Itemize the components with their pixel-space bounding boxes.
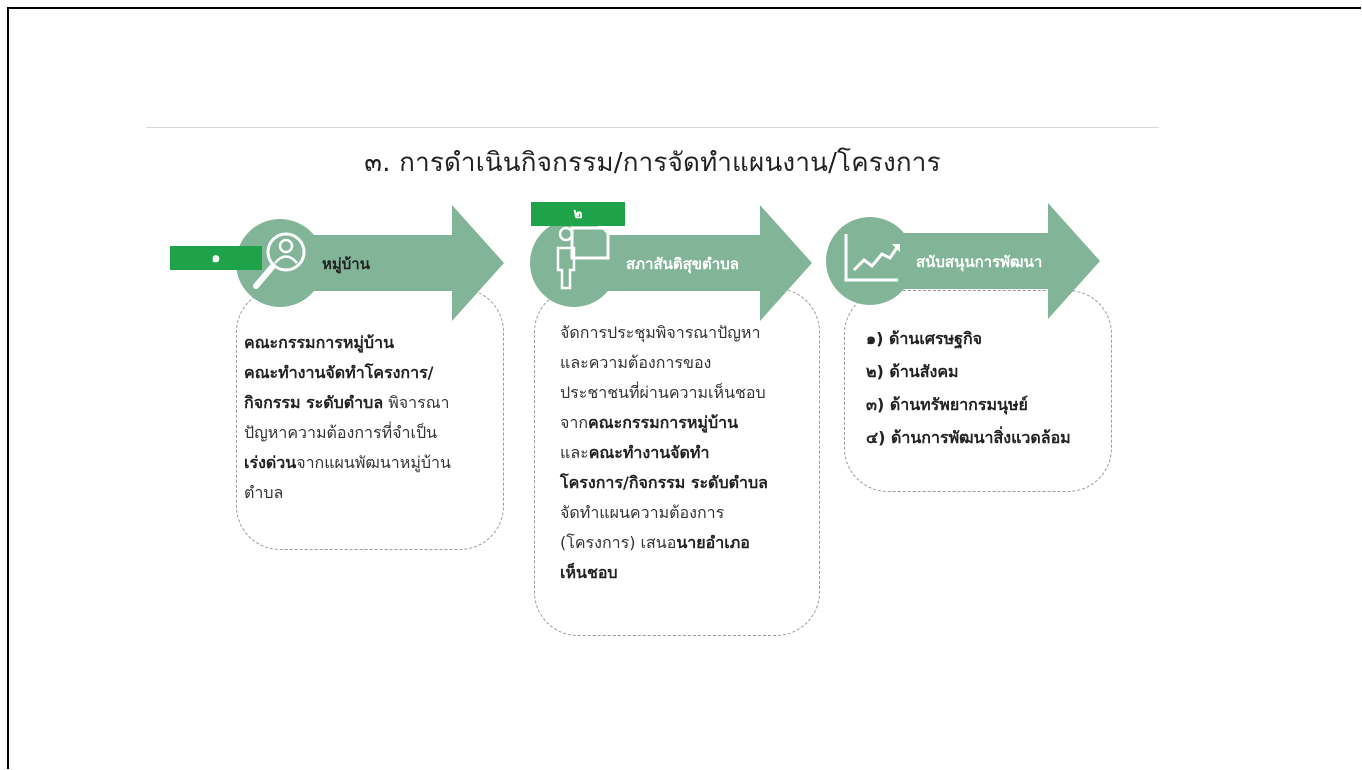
box-text-run: ๒) ด้านสังคม <box>866 362 959 381</box>
box-line: จัดการประชุมพิจารณาปัญหา <box>560 318 768 348</box>
box-text-run: จัดการประชุมพิจารณาปัญหา <box>560 323 761 342</box>
box-text-run: ปัญหาความต้องการที่จำเป็น <box>244 423 438 442</box>
box-text-run: ๑) ด้านเศรษฐกิจ <box>866 329 983 348</box>
step-1-badge: ๑ <box>170 246 262 270</box>
box-text-run: โครงการ/กิจกรรม ระดับตำบล <box>560 473 768 492</box>
box-line: ปัญหาความต้องการที่จำเป็น <box>244 418 451 448</box>
box-text-run: จาก <box>560 413 589 432</box>
box-line: โครงการ/กิจกรรม ระดับตำบล <box>560 468 768 498</box>
presenter-board-icon <box>552 222 612 296</box>
box-text-run: คณะทำงานจัดทำ <box>588 443 710 462</box>
box-text-run: จัดทำแผนความต้องการ <box>560 503 725 522</box>
step-3-arrow <box>826 203 1100 319</box>
box-text-run: จากแผนพัฒนาหมู่บ้าน <box>296 453 451 472</box>
step-3-label: สนับสนุนการพัฒนา <box>916 253 1043 271</box>
step-3-text: ๑) ด้านเศรษฐกิจ๒) ด้านสังคม๓) ด้านทรัพยา… <box>866 322 1071 454</box>
box-line: จากคณะกรรมการหมู่บ้าน <box>560 408 768 438</box>
box-line: ๓) ด้านทรัพยากรมนุษย์ <box>866 388 1071 421</box>
slide-frame <box>7 7 1361 769</box>
box-text-run: คณะทำงานจัดทำโครงการ/ <box>244 363 434 382</box>
box-line: ๔) ด้านการพัฒนาสิ่งแวดล้อม <box>866 421 1071 454</box>
box-line: เห็นชอบ <box>560 558 768 588</box>
box-text-run: และความต้องการของ <box>560 353 712 372</box>
magnifier-person-icon <box>250 226 314 296</box>
box-line: และคณะทำงานจัดทำ <box>560 438 768 468</box>
step-1-label: หมู่บ้าน <box>322 255 370 273</box>
box-line: ประชาชนที่ผ่านความเห็นชอบ <box>560 378 768 408</box>
box-line: ตำบล <box>244 478 451 508</box>
box-text-run: (โครงการ) เสนอ <box>560 533 677 552</box>
title-rule <box>146 127 1159 128</box>
diagram-title: ๓. การดำเนินกิจกรรม/การจัดทำแผนงาน/โครงก… <box>364 148 941 178</box>
box-line: ๑) ด้านเศรษฐกิจ <box>866 322 1071 355</box>
box-text-run: และ <box>560 443 589 462</box>
box-text-run: พิจารณา <box>383 393 450 412</box>
box-line: จัดทำแผนความต้องการ <box>560 498 768 528</box>
box-text-run: ตำบล <box>244 483 284 502</box>
growth-chart-icon <box>842 232 902 288</box>
box-text-run: กิจกรรม ระดับตำบล <box>244 393 384 412</box>
step-1-text: คณะกรรมการหมู่บ้านคณะทำงานจัดทำโครงการ/ก… <box>244 328 451 508</box>
box-text-run: เห็นชอบ <box>560 563 618 582</box>
step-2-label: สภาสันติสุขตำบล <box>626 255 739 273</box>
box-line: คณะกรรมการหมู่บ้าน <box>244 328 451 358</box>
box-text-run: คณะกรรมการหมู่บ้าน <box>588 413 739 432</box>
box-line: กิจกรรม ระดับตำบล พิจารณา <box>244 388 451 418</box>
box-text-run: ประชาชนที่ผ่านความเห็นชอบ <box>560 383 766 402</box>
box-text-run: ๓) ด้านทรัพยากรมนุษย์ <box>866 395 1028 414</box>
step-2-badge: ๒ <box>531 202 625 226</box>
box-text-run: นายอำเภอ <box>676 533 750 552</box>
box-text-run: เร่งด่วน <box>244 453 297 472</box>
box-line: เร่งด่วนจากแผนพัฒนาหมู่บ้าน <box>244 448 451 478</box>
box-text-run: คณะกรรมการหมู่บ้าน <box>244 333 394 352</box>
step-2-text: จัดการประชุมพิจารณาปัญหาและความต้องการขอ… <box>560 318 768 588</box>
box-text-run: ๔) ด้านการพัฒนาสิ่งแวดล้อม <box>866 428 1071 447</box>
box-line: และความต้องการของ <box>560 348 768 378</box>
box-line: คณะทำงานจัดทำโครงการ/ <box>244 358 451 388</box>
box-line: (โครงการ) เสนอนายอำเภอ <box>560 528 768 558</box>
box-line: ๒) ด้านสังคม <box>866 355 1071 388</box>
step-3-box <box>844 290 1112 492</box>
